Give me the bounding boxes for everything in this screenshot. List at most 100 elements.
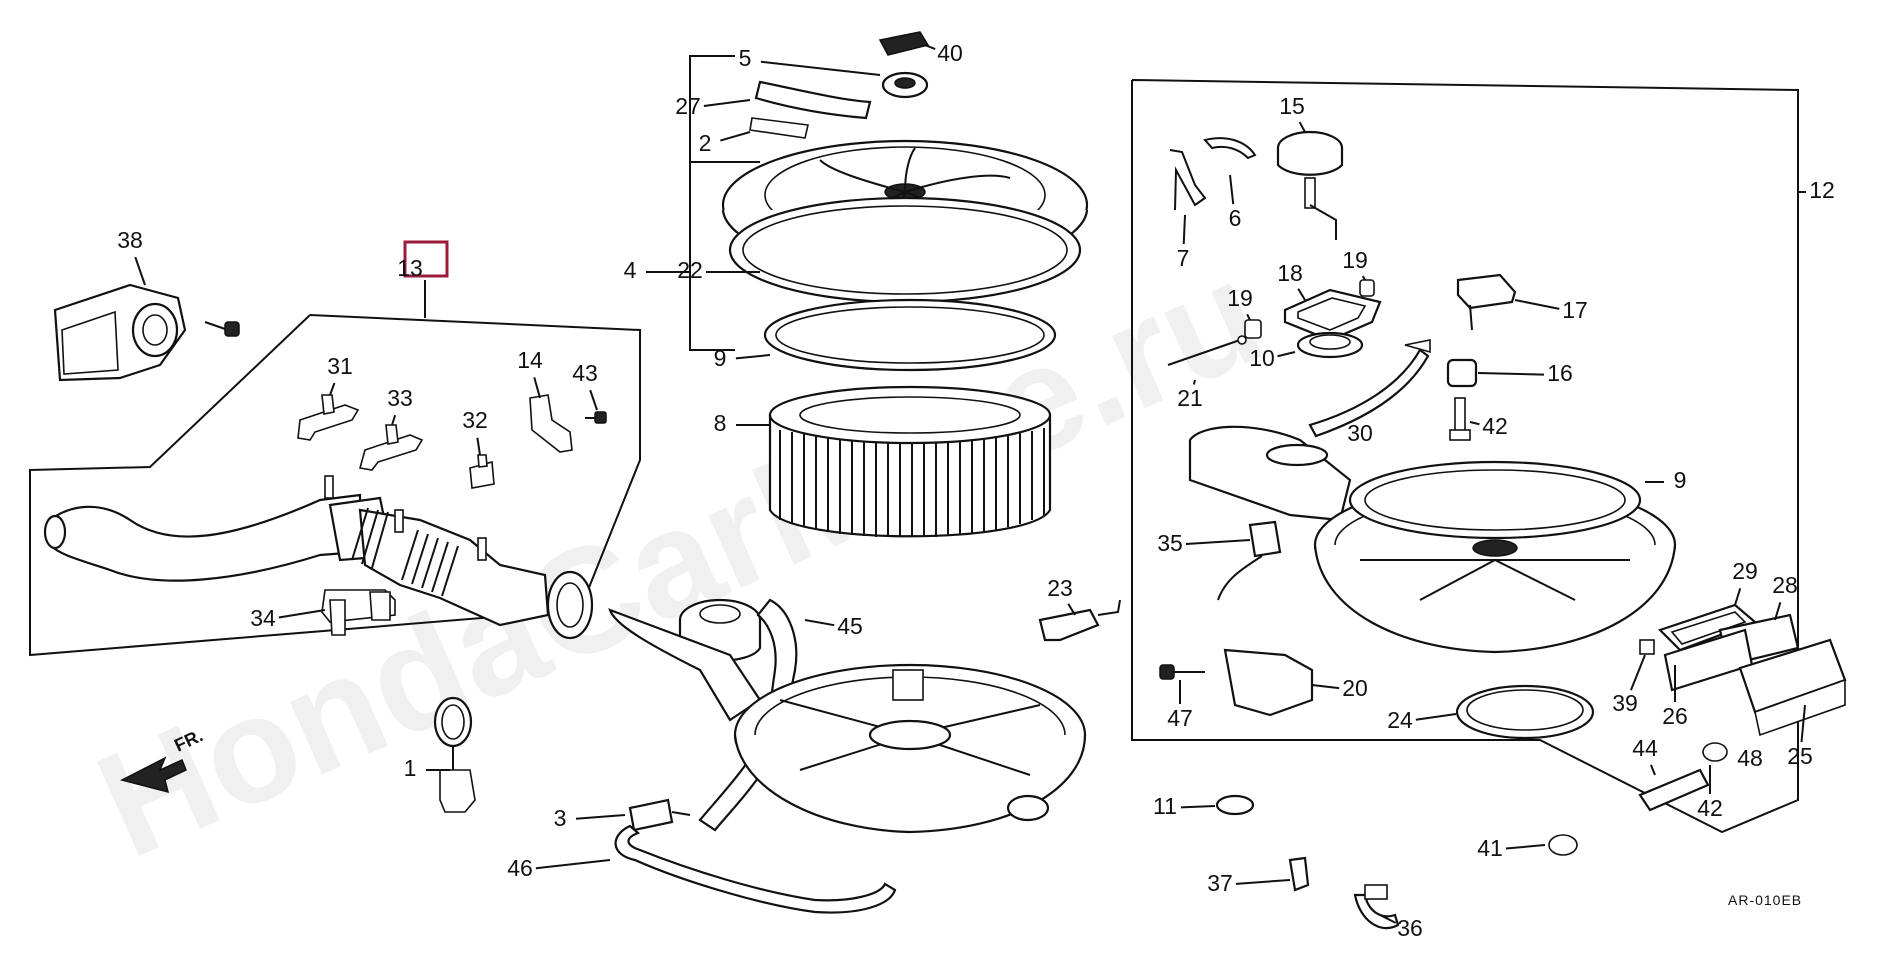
callout-label-11[interactable]: 11	[1153, 793, 1177, 819]
callout-label-21[interactable]: 21	[1177, 385, 1203, 411]
callout-label-19[interactable]: 19	[1227, 285, 1253, 311]
callout-label-46[interactable]: 46	[507, 855, 533, 881]
leader-line-19	[1361, 275, 1366, 281]
callout-label-6[interactable]: 6	[1229, 205, 1242, 231]
part-36-clamp	[1353, 884, 1400, 930]
callout-label-15[interactable]: 15	[1279, 93, 1305, 119]
callout-label-3[interactable]: 3	[554, 805, 567, 831]
callout-label-10[interactable]: 10	[1249, 345, 1275, 371]
leader-line-2	[720, 131, 751, 142]
callout-label-38[interactable]: 38	[117, 227, 143, 253]
part-48-bolt	[1159, 664, 1205, 680]
callout-label-7[interactable]: 7	[1177, 245, 1190, 271]
leader-line-44	[1650, 764, 1656, 776]
group-12-outline	[1131, 79, 1799, 834]
callout-label-47[interactable]: 47	[1167, 705, 1193, 731]
leader-line-20	[1311, 684, 1340, 690]
leader-line-5	[760, 60, 881, 76]
leader-line-33	[391, 414, 397, 426]
part-17-sensor	[1456, 273, 1517, 331]
part-19-bushing-lower	[1244, 319, 1262, 339]
callout-label-18[interactable]: 18	[1277, 260, 1303, 286]
leader-line-18	[1297, 288, 1306, 301]
callout-leader-lines	[134, 44, 1806, 924]
part-39-clip	[1639, 639, 1655, 655]
part-31-clamp	[297, 394, 360, 441]
callout-label-42[interactable]: 42	[1697, 795, 1723, 821]
leader-line-29	[1734, 587, 1742, 606]
lower-snorkel-case	[608, 608, 1087, 834]
diagram-reference-code: AR-010EB	[1728, 892, 1802, 908]
callout-label-9[interactable]: 9	[1674, 467, 1687, 493]
part-25-snorkel-cap	[1738, 638, 1847, 737]
part-40-bolt	[204, 321, 240, 337]
callout-label-23[interactable]: 23	[1047, 575, 1073, 601]
part-15-vacuum-motor	[1276, 130, 1344, 240]
leader-line-25	[1800, 704, 1806, 743]
callout-label-26[interactable]: 26	[1662, 703, 1688, 729]
callout-label-1[interactable]: 1	[404, 755, 417, 781]
callout-label-17[interactable]: 17	[1562, 297, 1588, 323]
callout-label-24[interactable]: 24	[1387, 707, 1413, 733]
group-13-outline	[29, 314, 641, 657]
callout-label-22[interactable]: 22	[677, 257, 703, 283]
callout-label-33[interactable]: 33	[387, 385, 413, 411]
callout-label-14[interactable]: 14	[517, 347, 543, 373]
part-42-clamp-lower	[1548, 834, 1578, 856]
part-34-bracket	[321, 589, 396, 636]
callout-label-35[interactable]: 35	[1157, 530, 1183, 556]
callout-label-34[interactable]: 34	[250, 605, 276, 631]
part-8-filter-element	[768, 385, 1052, 538]
part-16-grommet	[1446, 358, 1478, 388]
callout-label-32[interactable]: 32	[462, 407, 488, 433]
part-2-label	[749, 117, 809, 139]
leader-line-37	[1235, 879, 1291, 885]
part-44-screw	[585, 411, 607, 424]
leader-line-32	[476, 437, 481, 456]
callout-label-30[interactable]: 30	[1347, 420, 1373, 446]
callout-label-36[interactable]: 36	[1397, 915, 1423, 941]
callout-label-28[interactable]: 28	[1772, 572, 1798, 598]
callout-label-43[interactable]: 43	[572, 360, 598, 386]
part-23-bracket	[1038, 599, 1121, 642]
part-10-seal	[1296, 331, 1364, 359]
callout-label-13[interactable]: 13	[397, 255, 423, 281]
callout-label-20[interactable]: 20	[1342, 675, 1368, 701]
callout-label-40[interactable]: 40	[937, 40, 963, 66]
callout-label-41[interactable]: 41	[1477, 835, 1503, 861]
leader-line-14	[533, 377, 541, 399]
callout-label-5[interactable]: 5	[739, 45, 752, 71]
callout-label-29[interactable]: 29	[1732, 558, 1758, 584]
callout-label-31[interactable]: 31	[327, 353, 353, 379]
leader-line-6	[1229, 174, 1235, 205]
part-21-rod	[1167, 335, 1247, 366]
leader-line-10	[1277, 351, 1296, 358]
part-13-intake-hose	[43, 475, 594, 640]
callout-label-42[interactable]: 42	[1482, 413, 1508, 439]
callout-label-2[interactable]: 2	[699, 130, 712, 156]
part-7-spring-clip	[1169, 149, 1207, 211]
callout-label-37[interactable]: 37	[1207, 870, 1233, 896]
leader-line-35	[1185, 539, 1251, 546]
callout-label-25[interactable]: 25	[1787, 743, 1813, 769]
callout-label-48[interactable]: 48	[1737, 745, 1763, 771]
callout-label-39[interactable]: 39	[1612, 690, 1638, 716]
leader-line-19	[1246, 313, 1251, 321]
part-33-clamp	[358, 424, 424, 471]
callout-label-16[interactable]: 16	[1547, 360, 1573, 386]
callout-label-4[interactable]: 4	[624, 257, 637, 283]
callout-label-19[interactable]: 19	[1342, 247, 1368, 273]
part-45-tube	[1638, 768, 1710, 812]
callout-label-9[interactable]: 9	[714, 345, 727, 371]
part-27-seal-strip	[754, 80, 872, 120]
callout-label-45[interactable]: 45	[837, 613, 863, 639]
callout-label-44[interactable]: 44	[1632, 735, 1658, 761]
callout-label-27[interactable]: 27	[675, 93, 701, 119]
callout-label-8[interactable]: 8	[714, 410, 727, 436]
leader-line-41	[1505, 844, 1546, 850]
leader-line-45	[804, 619, 835, 627]
leader-line-43	[589, 389, 598, 411]
callout-label-12[interactable]: 12	[1809, 177, 1835, 203]
